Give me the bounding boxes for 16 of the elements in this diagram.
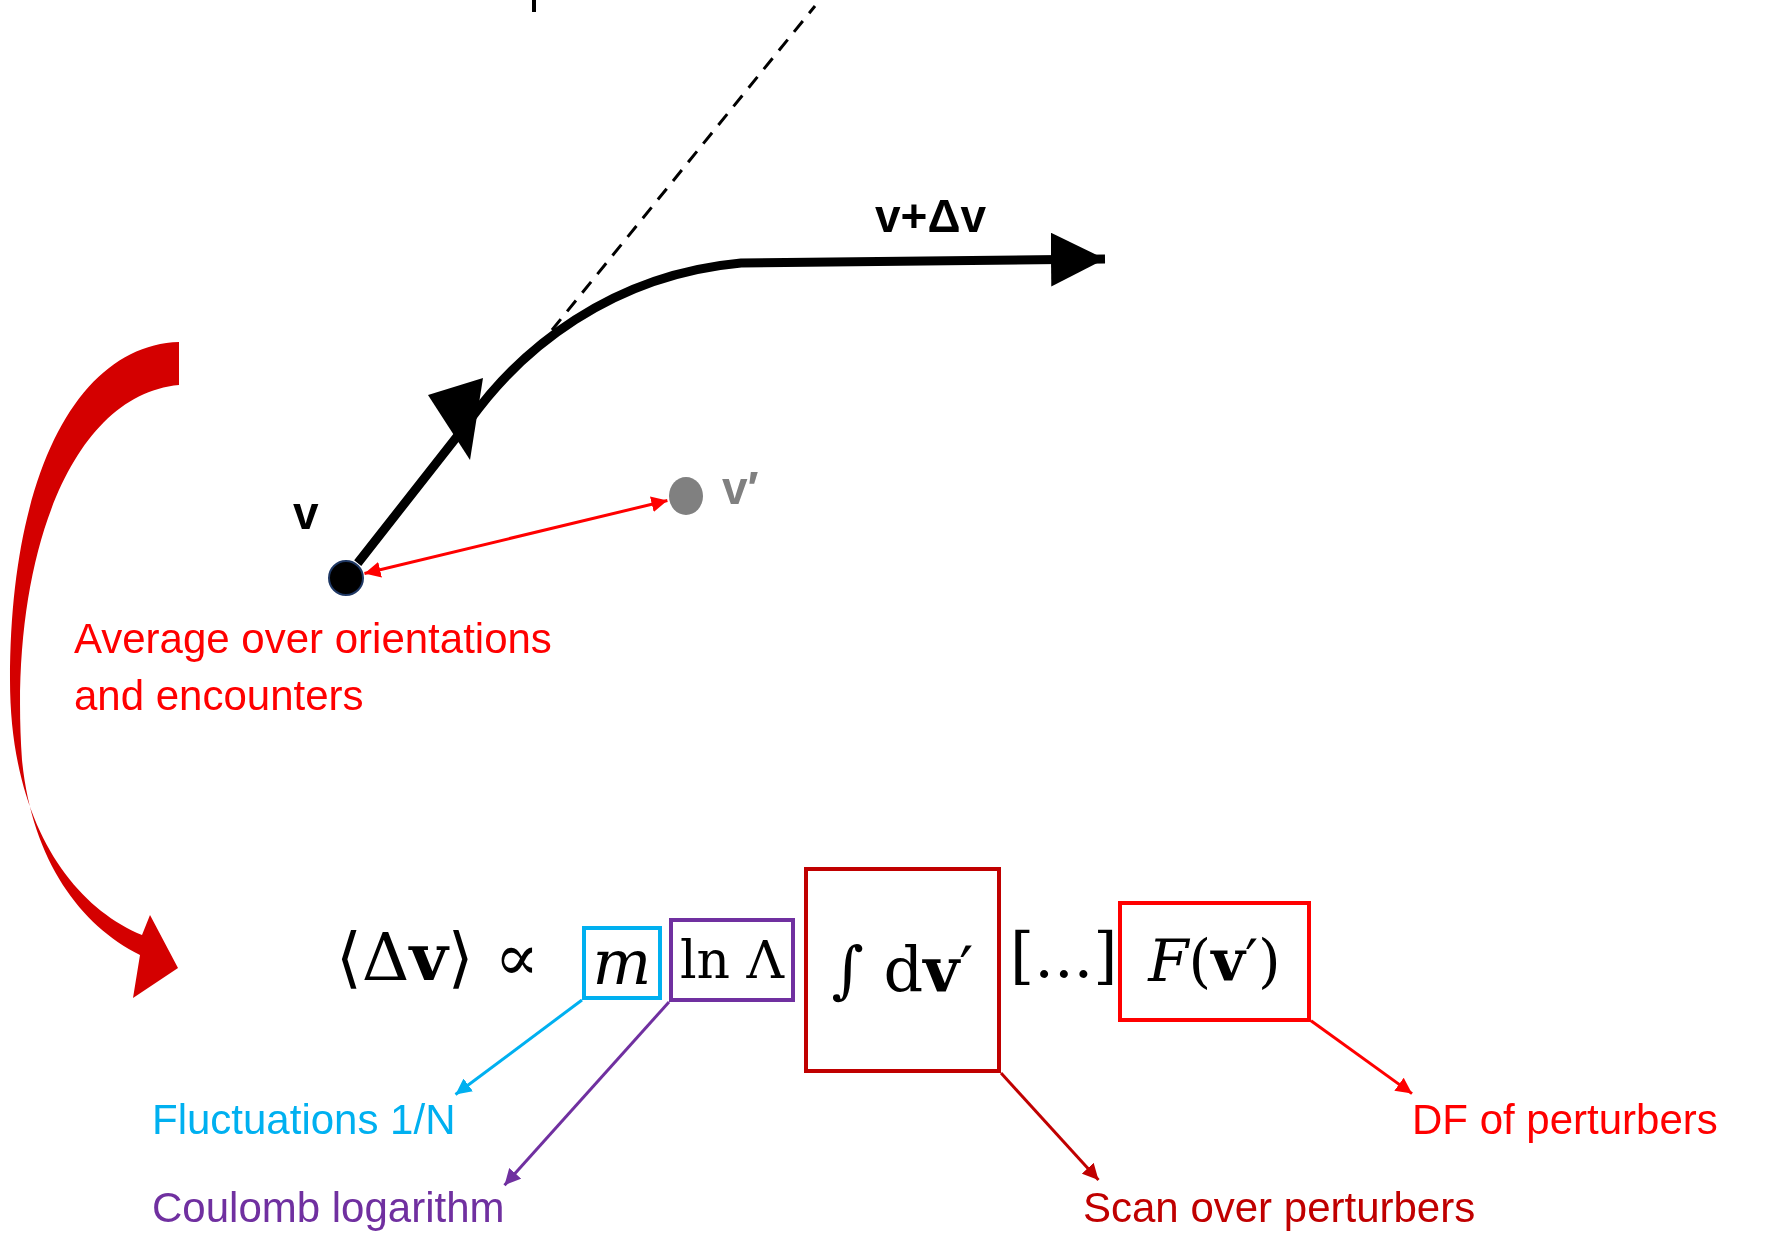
annotation-text: DF of perturbers [1412,1092,1718,1149]
highlight-box: m [582,926,662,1000]
vector-label: v+Δv [875,190,987,243]
velocity-label: v [293,487,319,540]
highlight-box: F(v′) [1118,901,1311,1022]
highlight-box: ln Λ [669,918,795,1002]
velocity-label: v′ [722,462,759,515]
highlight-box: ∫ dv′ [804,867,1001,1073]
annotation-text: Scan over perturbers [1083,1180,1476,1235]
annotation-text: Fluctuations 1/N [152,1092,456,1149]
formula-text: ⟨Δv⟩ ∝ [336,920,540,996]
perturber-dot [667,475,705,517]
formula-text: [...] [1010,920,1118,992]
annotation-text: Average over orientations and encounters [74,611,614,725]
annotation-text: Coulomb logarithm [152,1180,505,1235]
particle-dot [327,559,365,597]
